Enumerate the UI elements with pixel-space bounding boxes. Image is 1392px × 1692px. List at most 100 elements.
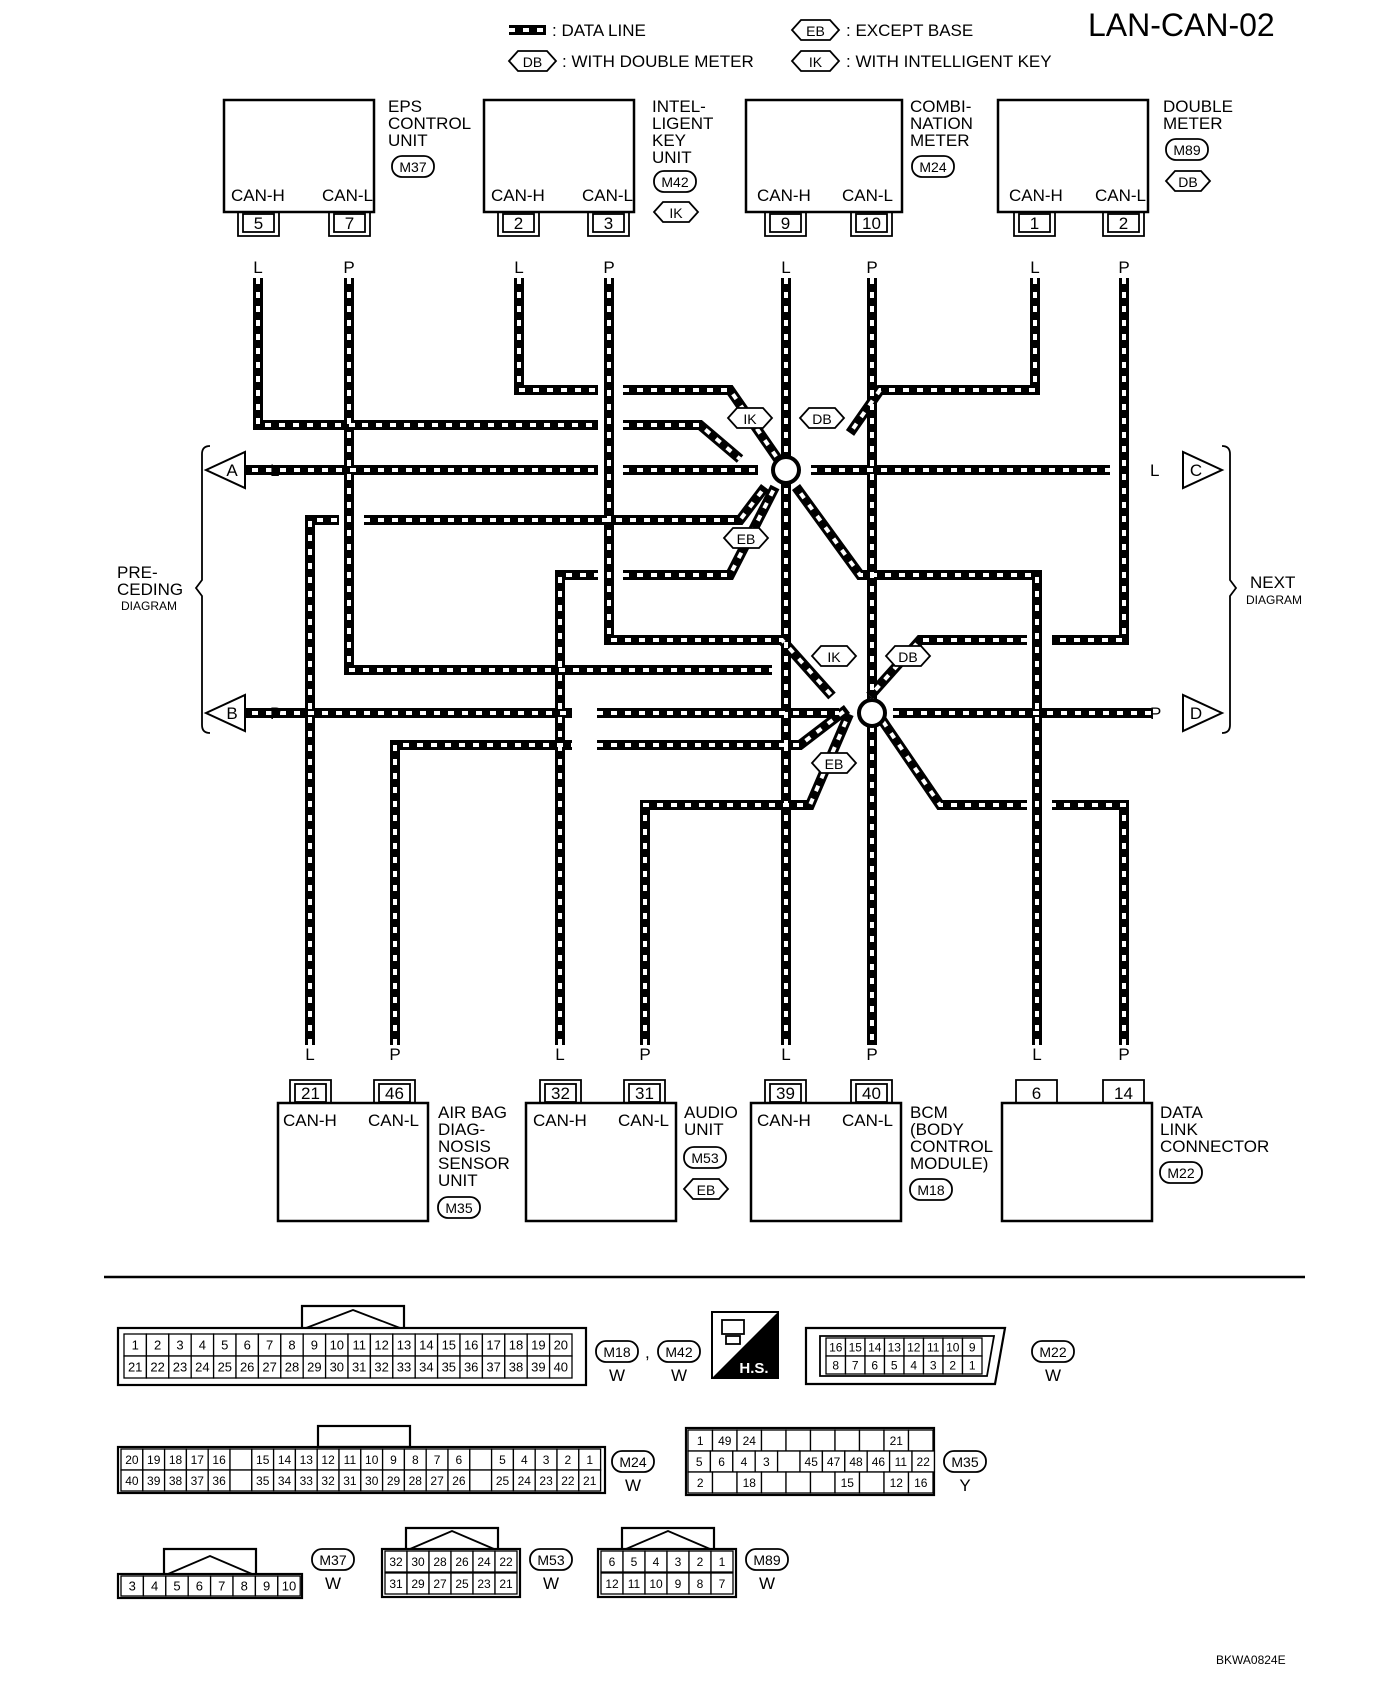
pin-number: 22 <box>561 1474 575 1488</box>
pin-number: 11 <box>927 1340 940 1354</box>
unit-combination-meter: CAN-H CAN-L 9 10 COMBI- NATION METER M24 <box>744 97 973 237</box>
pin-number: 34 <box>419 1360 433 1375</box>
pin-number: 4 <box>741 1455 748 1469</box>
legend-db-tag: DB <box>507 50 558 72</box>
svg-text:M35: M35 <box>445 1200 472 1216</box>
pin-number: 39 <box>531 1360 545 1375</box>
pin-number: 7 <box>719 1577 726 1591</box>
svg-text:5: 5 <box>254 214 263 233</box>
pin-number: 8 <box>241 1579 248 1594</box>
svg-text:DATA: DATA <box>1160 1103 1203 1122</box>
svg-text:IK: IK <box>743 411 757 427</box>
pin-number: 14 <box>278 1453 292 1467</box>
svg-text:W: W <box>1045 1366 1061 1385</box>
pin-number: 25 <box>455 1577 469 1591</box>
pin-number: 11 <box>352 1338 366 1353</box>
svg-text:40: 40 <box>862 1084 881 1103</box>
svg-text:3: 3 <box>604 214 613 233</box>
svg-text:CAN-H: CAN-H <box>491 186 545 205</box>
pin-number: 4 <box>910 1358 917 1372</box>
pin-number: 2 <box>697 1476 704 1490</box>
pin-number: 32 <box>321 1474 335 1488</box>
pin-number: 5 <box>499 1453 506 1467</box>
pin-number: 29 <box>411 1577 425 1591</box>
junction-tags: IK DB EB IK DB EB <box>722 407 932 774</box>
unit-audio: CAN-H CAN-L 32 31 AUDIO UNIT M53 EB <box>524 1079 738 1223</box>
pin-number: 7 <box>852 1358 859 1372</box>
pin-number: 12 <box>374 1338 388 1353</box>
pin-number: 6 <box>871 1358 878 1372</box>
pin-number: 21 <box>499 1577 513 1591</box>
pin-number: 22 <box>150 1360 164 1375</box>
figure-code: BKWA0824E <box>1216 1653 1286 1667</box>
svg-text:SENSOR: SENSOR <box>438 1154 510 1173</box>
svg-text:7: 7 <box>345 214 354 233</box>
pin-number: 16 <box>829 1340 843 1354</box>
pin-cell <box>785 1429 812 1452</box>
preceding-diagram-ref: A L B P PRE- CEDING DIAGRAM <box>117 445 281 734</box>
pin-number: 10 <box>365 1453 379 1467</box>
svg-text:AUDIO: AUDIO <box>684 1103 738 1122</box>
pin-number: 1 <box>719 1555 726 1569</box>
svg-text:DB: DB <box>523 54 542 70</box>
svg-text:M89: M89 <box>1173 142 1200 158</box>
pin-cell <box>809 1429 836 1452</box>
svg-text:EB: EB <box>737 531 756 547</box>
pin-number: 17 <box>191 1453 205 1467</box>
svg-text:P: P <box>603 258 614 277</box>
pin-number: 10 <box>330 1338 344 1353</box>
pin-number: 5 <box>173 1579 180 1594</box>
svg-text:CAN-H: CAN-H <box>533 1111 587 1130</box>
pin-number: 4 <box>199 1338 206 1353</box>
legend: : DATA LINE EB : EXCEPT BASE DB : WITH D… <box>507 19 1052 72</box>
legend-data-line: : DATA LINE <box>552 21 646 40</box>
pin-number: 22 <box>499 1555 513 1569</box>
svg-text:L: L <box>305 1045 314 1064</box>
pin-number: 39 <box>147 1474 161 1488</box>
pin-number: 35 <box>442 1360 456 1375</box>
svg-text:W: W <box>609 1366 625 1385</box>
pin-number: 3 <box>129 1579 136 1594</box>
tag-db-upper: DB <box>798 407 846 429</box>
svg-text:NATION: NATION <box>910 114 973 133</box>
pin-number: 49 <box>718 1434 732 1448</box>
pin-number: 11 <box>628 1577 641 1591</box>
pin-number: 6 <box>718 1455 725 1469</box>
pin-number: 13 <box>300 1453 314 1467</box>
pin-number: 5 <box>221 1338 228 1353</box>
svg-text:UNIT: UNIT <box>652 148 692 167</box>
pin-number: 15 <box>849 1340 863 1354</box>
svg-text:L: L <box>514 258 523 277</box>
svg-text:39: 39 <box>776 1084 795 1103</box>
svg-text:P: P <box>343 258 354 277</box>
svg-text:14: 14 <box>1114 1084 1133 1103</box>
pin-number: 7 <box>218 1579 225 1594</box>
pin-number: 3 <box>543 1453 550 1467</box>
pin-number: 6 <box>609 1555 616 1569</box>
pin-number: 2 <box>949 1358 956 1372</box>
pin-number: 9 <box>311 1338 318 1353</box>
svg-text:C: C <box>1190 461 1202 480</box>
svg-text:M24: M24 <box>919 159 946 175</box>
pin-number: 2 <box>697 1555 704 1569</box>
pin-cell <box>907 1471 934 1494</box>
pin-number: 33 <box>397 1360 411 1375</box>
pin-number: 13 <box>888 1340 902 1354</box>
pin-number: 25 <box>218 1360 232 1375</box>
svg-text:9: 9 <box>781 214 790 233</box>
svg-text:CAN-L: CAN-L <box>368 1111 419 1130</box>
wire-colors-bottom: L P L P L P L P <box>304 1045 1130 1064</box>
svg-text:M22: M22 <box>1167 1165 1194 1181</box>
pin-number: 3 <box>930 1358 937 1372</box>
svg-text:IK: IK <box>827 649 841 665</box>
svg-text:AIR BAG: AIR BAG <box>438 1103 507 1122</box>
pin-cell <box>760 1429 787 1452</box>
pin-number: 18 <box>169 1453 183 1467</box>
svg-text:W: W <box>325 1574 341 1593</box>
pin-number: 26 <box>240 1360 254 1375</box>
svg-text:DB: DB <box>812 411 831 427</box>
